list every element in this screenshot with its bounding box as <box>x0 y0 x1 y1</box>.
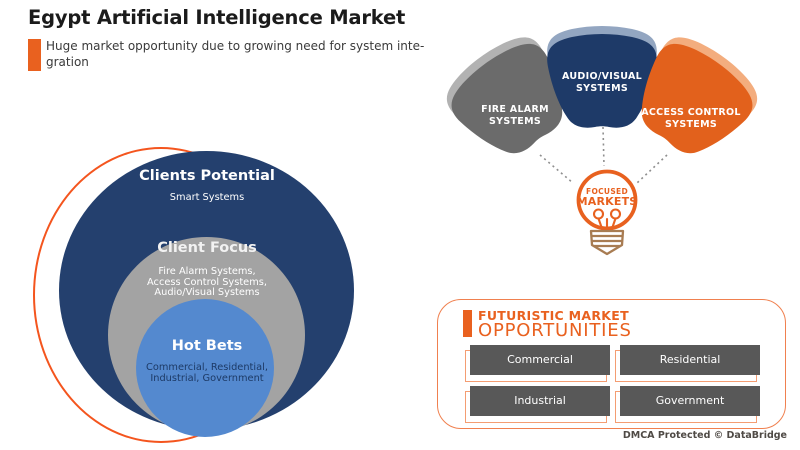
subtitle-line-1: Huge market opportunity due to growing n… <box>46 39 425 53</box>
access-control-label-line-1: ACCESS CONTROL <box>641 107 740 118</box>
page-title: Egypt Artificial Intelligence Market <box>28 6 406 29</box>
bulb-text-markets: MARKETS <box>577 195 638 208</box>
hot-bets-title: Hot Bets <box>171 338 243 354</box>
subtitle-accent-bar <box>28 39 41 71</box>
dmca-protection-notice: DMCA Protected © DataBridge <box>622 430 787 441</box>
bulb-filament <box>592 208 622 232</box>
petal-fire-alarm-systems <box>447 37 563 154</box>
client-focus-line-3: Audio/Visual Systems <box>154 287 260 298</box>
hot-bets-line-2: Industrial, Government <box>150 372 264 384</box>
fire-alarm-label-line-1: FIRE ALARM <box>481 104 549 115</box>
opportunity-item-commercial: Commercial <box>465 345 610 382</box>
page-subtitle: Huge market opportunity due to growing n… <box>46 38 424 70</box>
opportunity-item-label: Residential <box>620 345 760 375</box>
opportunities-title-line-2: OPPORTUNITIES <box>478 320 632 341</box>
hot-bets-segments-list: Commercial, Residential, Industrial, Gov… <box>146 362 268 384</box>
opportunities-title-line-1: FUTURISTIC MARKET <box>478 308 629 323</box>
client-focus-systems-list: Fire Alarm Systems, Access Control Syste… <box>147 266 267 299</box>
focused-markets-diagram: FIRE ALARM SYSTEMS AUDIO/VISUAL SYSTEMS … <box>447 26 757 256</box>
opportunity-item-residential: Residential <box>615 345 760 382</box>
opportunity-item-industrial: Industrial <box>465 386 610 423</box>
petal-audio-visual-systems <box>547 26 657 128</box>
opportunity-item-label: Industrial <box>470 386 610 416</box>
bulb-base <box>589 229 625 256</box>
futuristic-opportunities-panel: FUTURISTIC MARKET OPPORTUNITIES Commerci… <box>437 299 786 429</box>
lightbulb-icon: FOCUSED MARKETS <box>576 169 638 256</box>
client-focus-line-1: Fire Alarm Systems, <box>158 266 256 277</box>
audio-visual-label-line-2: SYSTEMS <box>576 83 628 94</box>
client-focus-line-2: Access Control Systems, <box>147 276 267 288</box>
opportunities-accent-bar <box>463 310 472 337</box>
petal-audio-visual-shape <box>547 34 657 128</box>
petal-access-control-shape <box>641 43 753 154</box>
opportunity-item-label: Government <box>620 386 760 416</box>
opportunity-item-government: Government <box>615 386 760 423</box>
dotted-connector-center <box>602 126 605 167</box>
fire-alarm-label-line-2: SYSTEMS <box>489 116 541 127</box>
opportunity-item-label: Commercial <box>470 345 610 375</box>
client-focus-title: Client Focus <box>157 240 257 256</box>
dotted-connector-right <box>636 154 668 184</box>
dotted-connector-left <box>539 154 574 184</box>
bulb-text-focused: FOCUSED <box>586 187 628 196</box>
petal-fire-alarm-shape <box>451 43 563 154</box>
access-control-label-line-2: SYSTEMS <box>665 119 717 130</box>
hot-bets-line-1: Commercial, Residential, <box>146 362 268 373</box>
hot-bets-circle <box>136 299 274 437</box>
subtitle-line-2: gration <box>46 55 89 69</box>
petal-access-control-systems <box>641 37 757 154</box>
clients-potential-title: Clients Potential <box>139 168 275 184</box>
clients-potential-subtitle: Smart Systems <box>169 192 245 203</box>
audio-visual-label-line-1: AUDIO/VISUAL <box>562 71 642 82</box>
